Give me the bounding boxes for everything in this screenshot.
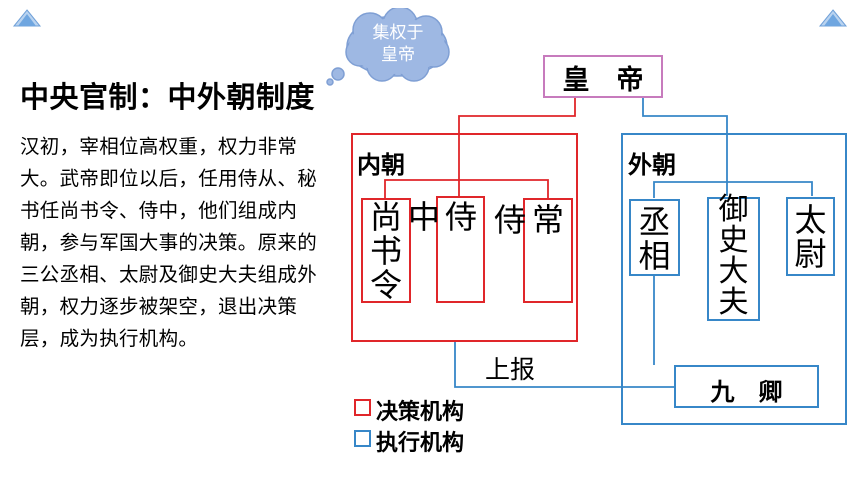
emperor-box [543,55,663,98]
inner-member-2-char-2: 侍 [444,198,477,236]
emperor-inner-connector [458,98,576,196]
inner-court-label: 内朝 [357,151,405,179]
outer-member-1-char: 相 [638,237,671,275]
thought-cloud [326,8,450,86]
inner-member-1-char: 书 [369,232,402,270]
report-connector [454,342,674,388]
outer-court-box [621,133,847,425]
outer-member-1: 丞 相 [629,205,680,273]
legend-label-decision: 决策机构 [376,400,465,425]
outer-member-1-char: 丞 [638,203,671,241]
inner-court-box [351,133,578,342]
page-title: 中央官制：中外朝制度 [20,80,316,114]
legend-label-execution: 执行机构 [376,431,465,456]
outer-member-3-char: 太 [794,201,827,239]
report-label: 上报 [485,355,536,384]
outer-member-2-char: 御 [718,192,749,227]
inner-member-box-2 [436,196,485,303]
legend-swatch-execution [354,430,371,447]
description-text: 汉初，宰相位高权重，权力非常大。武帝即位以后，任用侍从、秘书任尚书令、侍中，他们… [20,135,318,350]
inner-member-1-char: 尚 [369,198,402,236]
cloud-line-2: 皇帝 [381,45,415,65]
nine-ministers-label: 九 卿 [710,378,783,406]
outer-member-3-char: 尉 [794,235,827,273]
cloud-line-1: 集权于 [372,23,424,43]
inner-member-box-1 [361,198,411,303]
outer-member-box-3 [786,197,835,276]
inner-member-2-char-1: 中 [407,198,440,236]
outer-member-2: 御 史 大 夫 [707,194,760,318]
outer-court-label: 外朝 [628,151,676,179]
corner-triangle-left [12,9,42,27]
outer-member-2-char: 史 [718,223,749,258]
outer-member-3: 太 尉 [786,203,835,271]
outer-members-connector [653,181,813,198]
outer-member-box-2 [707,197,760,321]
inner-member-1: 尚 书 令 [361,200,411,302]
inner-member-3-char-2: 常 [531,201,564,239]
legend-swatch-decision [354,399,371,416]
inner-member-box-3 [523,198,573,303]
corner-triangle-right [818,9,848,27]
inner-member-3-char-1: 侍 [493,201,526,239]
emperor-label: 皇 帝 [562,65,644,96]
inner-member-1-char: 令 [369,266,402,304]
inner-members-connector [384,179,549,198]
cloud-text: 集权于 皇帝 [350,22,446,66]
outer-member-2-char: 大 [718,254,749,289]
emperor-outer-connector [642,98,728,196]
nine-ministers-box [674,365,819,408]
outer-member-2-char: 夫 [718,285,749,320]
outer-member-box-1 [629,199,680,276]
